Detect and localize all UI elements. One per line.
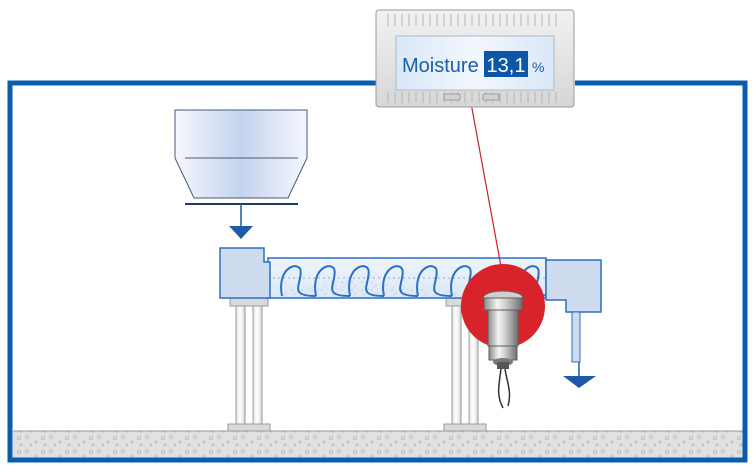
- moisture-display: Moisture 13,1 %: [375, 9, 575, 108]
- inlet-housing: [219, 247, 271, 299]
- leader-line: [470, 102, 503, 273]
- floor-gravel: [13, 431, 743, 461]
- display-label: Moisture: [402, 55, 479, 77]
- display-button-right[interactable]: [482, 93, 500, 101]
- display-button-left[interactable]: [443, 93, 461, 101]
- display-value: 13,1: [487, 55, 526, 77]
- moisture-sensor: [461, 264, 545, 409]
- outlet-housing: [545, 259, 602, 313]
- outlet-pipe: [571, 311, 581, 363]
- arrow-down-icon: [229, 204, 253, 239]
- hopper: [174, 109, 308, 205]
- building-frame: [7, 80, 748, 463]
- arrow-down-icon: [563, 362, 596, 388]
- display-value-box: [484, 51, 528, 77]
- display-unit: %: [532, 59, 544, 75]
- support-left: [227, 297, 271, 432]
